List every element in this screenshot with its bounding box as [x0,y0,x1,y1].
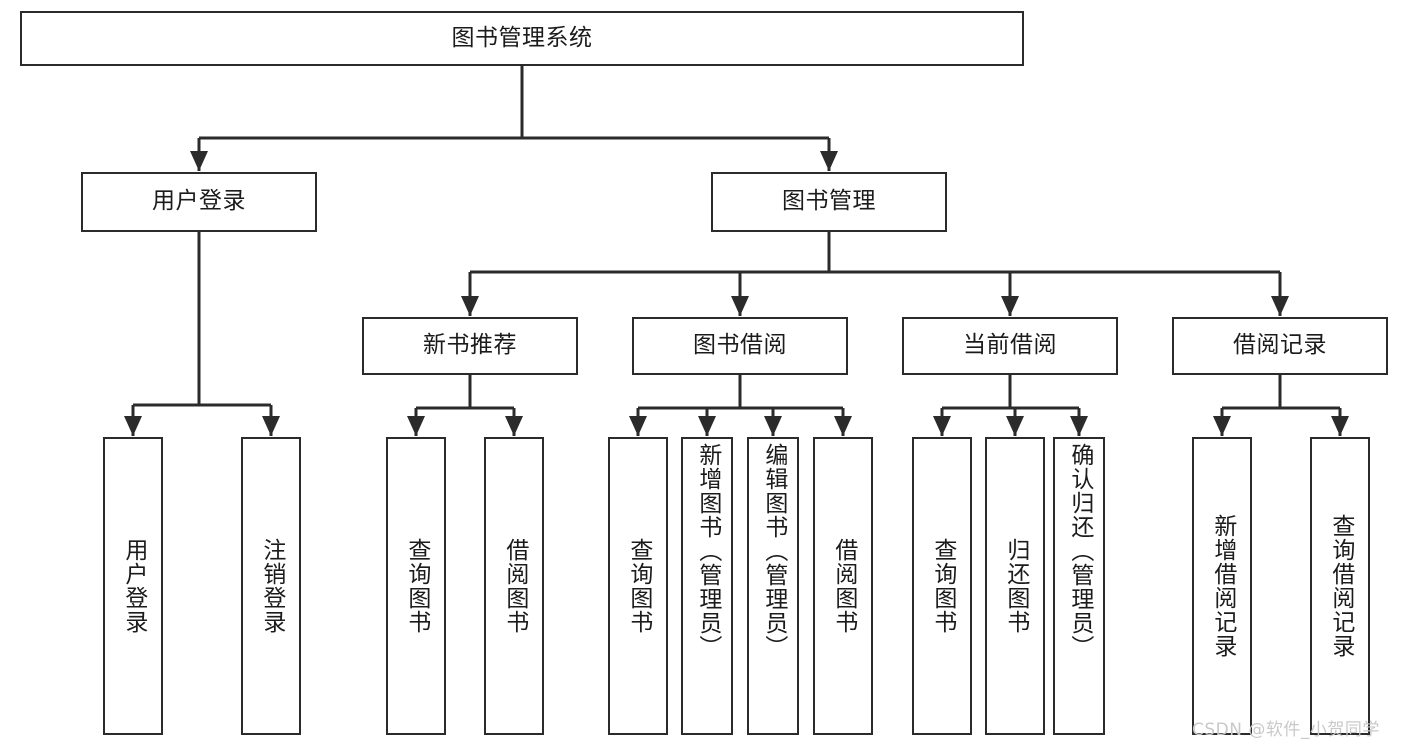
node-label-leaf-return-book: 归还图书 [1002,538,1029,634]
node-label-leaf-user-logout: 注销登录 [258,538,285,634]
node-label-leaf-add-borrow-record: 新增借阅记录 [1209,514,1236,658]
node-label-leaf-borrow-book: 借阅图书 [830,538,857,634]
node-label-leaf-query-book-borrow: 查询图书 [625,538,652,634]
node-current-borrow[interactable]: 当前借阅 [902,317,1118,375]
edge-arrow-user-login-leaf-user-logout [262,416,280,436]
edge-arrow-new-book-recommend-leaf-borrow-book-recommend [505,416,523,436]
node-new-book-recommend[interactable]: 新书推荐 [362,317,578,375]
node-leaf-user-logout[interactable]: 注销登录 [241,437,301,735]
node-leaf-confirm-return[interactable]: 确认归还（管理员） [1053,437,1105,735]
node-leaf-query-book-current[interactable]: 查询图书 [912,437,972,735]
node-leaf-return-book[interactable]: 归还图书 [985,437,1045,735]
edge-arrow-current-borrow-leaf-confirm-return [1070,416,1088,436]
watermark-label: CSDN @软件_小贺同学 [1192,720,1380,740]
edge-arrow-book-manage-current-borrow [1001,296,1019,316]
node-user-login[interactable]: 用户登录 [81,172,317,232]
node-leaf-user-login[interactable]: 用户登录 [103,437,163,735]
edge-arrow-borrow-record-leaf-query-borrow-record [1331,416,1349,436]
node-label-leaf-query-book-current: 查询图书 [929,538,956,634]
edge-arrow-book-manage-new-book-recommend [461,296,479,316]
node-label-leaf-borrow-book-recommend: 借阅图书 [501,538,528,634]
node-leaf-borrow-book-recommend[interactable]: 借阅图书 [484,437,544,735]
node-book-manage[interactable]: 图书管理 [711,172,947,232]
node-label-user-login: 用户登录 [152,188,246,215]
edge-arrow-current-borrow-leaf-query-book-current [933,416,951,436]
node-leaf-query-book-borrow[interactable]: 查询图书 [608,437,668,735]
node-label-root: 图书管理系统 [451,24,593,51]
edge-arrow-new-book-recommend-leaf-query-book-recommend [407,416,425,436]
node-label-borrow-record: 借阅记录 [1233,332,1327,359]
node-borrow-record[interactable]: 借阅记录 [1172,317,1388,375]
node-label-book-manage: 图书管理 [782,188,876,215]
node-root[interactable]: 图书管理系统 [20,11,1024,66]
node-label-book-borrow: 图书借阅 [693,332,787,359]
node-label-leaf-query-borrow-record: 查询借阅记录 [1327,514,1354,658]
edge-arrow-root-user-login [190,151,208,171]
edge-arrow-book-borrow-leaf-edit-book [764,416,782,436]
node-label-leaf-confirm-return: 确认归还（管理员） [1066,443,1093,659]
node-leaf-edit-book[interactable]: 编辑图书（管理员） [747,437,799,735]
edge-arrow-book-borrow-leaf-borrow-book [834,416,852,436]
node-leaf-query-book-recommend[interactable]: 查询图书 [386,437,446,735]
node-label-current-borrow: 当前借阅 [963,332,1057,359]
edge-arrow-book-borrow-leaf-add-book [698,416,716,436]
node-label-new-book-recommend: 新书推荐 [423,332,517,359]
node-leaf-add-book[interactable]: 新增图书（管理员） [681,437,733,735]
edge-arrow-book-manage-borrow-record [1271,296,1289,316]
edge-arrow-borrow-record-leaf-add-borrow-record [1213,416,1231,436]
node-label-leaf-edit-book: 编辑图书（管理员） [760,443,787,659]
node-book-borrow[interactable]: 图书借阅 [632,317,848,375]
node-leaf-borrow-book[interactable]: 借阅图书 [813,437,873,735]
node-label-leaf-query-book-recommend: 查询图书 [403,538,430,634]
node-leaf-add-borrow-record[interactable]: 新增借阅记录 [1192,437,1252,735]
node-label-leaf-user-login: 用户登录 [120,538,147,634]
edge-arrow-user-login-leaf-user-login [124,416,142,436]
node-leaf-query-borrow-record[interactable]: 查询借阅记录 [1310,437,1370,735]
edge-arrow-book-borrow-leaf-query-book-borrow [629,416,647,436]
edge-arrow-root-book-manage [820,151,838,171]
edge-arrow-current-borrow-leaf-return-book [1006,416,1024,436]
edge-arrow-book-manage-book-borrow [731,296,749,316]
node-label-leaf-add-book: 新增图书（管理员） [694,443,721,659]
